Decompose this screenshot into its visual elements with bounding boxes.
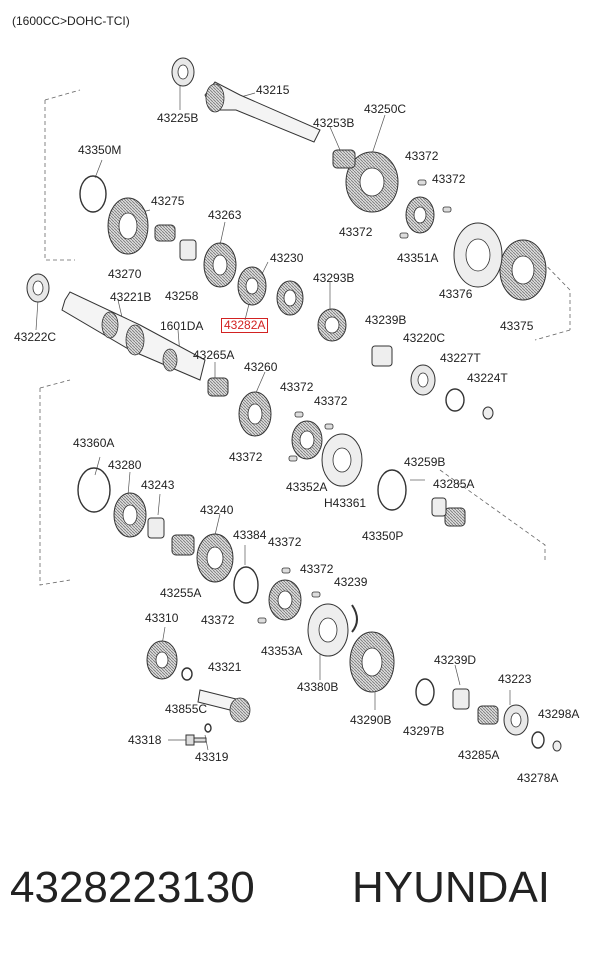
part-label-43290B: 43290B [350,713,392,727]
leader-lines [35,85,511,751]
part-label-43855C: 43855C [165,702,208,716]
rings [77,175,545,749]
part-label-43372: 43372 [268,535,302,549]
part-label-43360A: 43360A [73,436,115,450]
part-label-43310: 43310 [145,611,179,625]
shaft-splines [101,83,251,723]
sleeves [307,222,503,657]
part-label-43384: 43384 [233,528,267,542]
part-label-43270: 43270 [108,267,142,281]
needle-cages [154,149,499,725]
part-label-43263: 43263 [208,208,242,222]
part-label-43225B: 43225B [157,111,199,125]
part-label-43227T: 43227T [440,351,481,365]
part-label-43298A: 43298A [538,707,580,721]
part-label-43239: 43239 [334,575,368,589]
part-label-43319: 43319 [195,750,229,764]
part-label-43230: 43230 [270,251,304,265]
part-label-43352A: 43352A [286,480,328,494]
part-label-43220C: 43220C [403,331,446,345]
washers [147,239,562,752]
gear-bores [118,167,535,677]
part-label-43250C: 43250C [364,102,407,116]
part-label-43239B: 43239B [365,313,407,327]
part-label-43224T: 43224T [467,371,508,385]
part-label-43280: 43280 [108,458,142,472]
part-label-43372: 43372 [339,225,373,239]
part-label-43258: 43258 [165,289,199,303]
part-label-43253B: 43253B [313,116,355,130]
part-label-43297B: 43297B [403,724,445,738]
bearings [26,57,529,736]
part-label-43222C: 43222C [14,330,57,344]
bolt [185,734,207,746]
part-label-43285A: 43285A [433,477,475,491]
part-label-43372: 43372 [201,613,235,627]
part-label-43372: 43372 [432,172,466,186]
part-label-43350M: 43350M [78,143,122,157]
part-label-43221B: 43221B [110,290,152,304]
part-label-H43361: H43361 [324,496,367,510]
sleeve-bores [318,238,491,643]
part-label-43223: 43223 [498,672,532,686]
part-label-43260: 43260 [244,360,278,374]
part-label-43243: 43243 [141,478,175,492]
part-label-43350P: 43350P [362,529,404,543]
bearing-bores [32,64,522,728]
part-label-43372: 43372 [229,450,263,464]
part-label-43372: 43372 [300,562,334,576]
part-label-43240: 43240 [200,503,234,517]
diagram-header: (1600CC>DOHC-TCI) [12,14,130,28]
part-label-43318: 43318 [128,733,162,747]
brand-name: HYUNDAI [352,863,551,912]
part-label-43265A: 43265A [193,348,235,362]
part-label-43372: 43372 [314,394,348,408]
part-label-43239D: 43239D [434,653,477,667]
part-label-43353A: 43353A [261,644,303,658]
part-label-43285A: 43285A [458,748,500,762]
part-label-43372: 43372 [405,149,439,163]
part-label-43275: 43275 [151,194,185,208]
part-label-43259B: 43259B [404,455,446,469]
part-label-43293B: 43293B [313,271,355,285]
part-label-43372: 43372 [280,380,314,394]
part-label-43278A: 43278A [517,771,559,785]
part-number: 4328223130 [10,863,255,912]
part-label-43215: 43215 [256,83,290,97]
part-label-43376: 43376 [439,287,473,301]
part-label-43255A: 43255A [160,586,202,600]
detent-keys [257,179,452,624]
part-label-43282A-highlighted[interactable]: 43282A [221,318,269,333]
part-label-43380B: 43380B [297,680,339,694]
product-caption: 4328223130 HYUNDAI [0,860,600,920]
part-label-43351A: 43351A [397,251,439,265]
snap-ring [351,604,358,633]
part-label-43321: 43321 [208,660,242,674]
part-label-1601DA: 1601DA [160,319,204,333]
part-label-43375: 43375 [500,319,534,333]
exploded-parts-diagram [26,57,571,752]
